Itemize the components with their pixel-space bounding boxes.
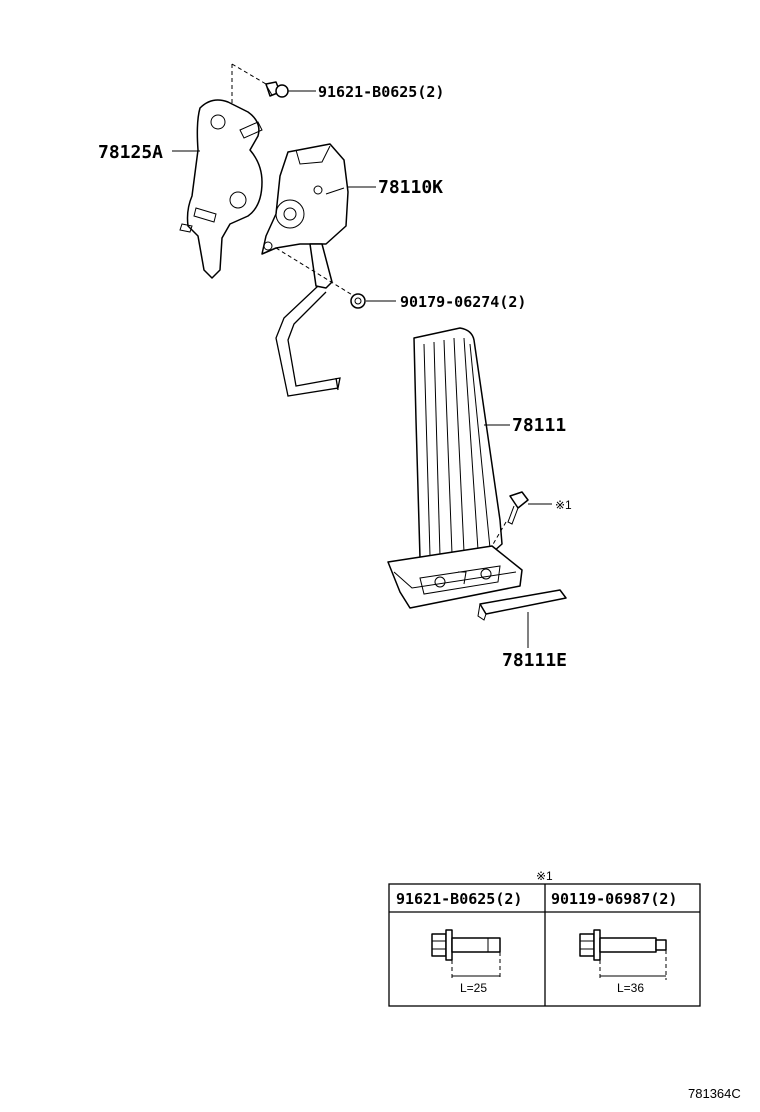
note-table bbox=[388, 883, 701, 1007]
dashed-guide-screw bbox=[491, 521, 507, 547]
note-col1-length: L=25 bbox=[460, 981, 487, 995]
callout-cover: 78111E bbox=[502, 650, 567, 671]
pedal-arm-sensor-icon bbox=[261, 143, 349, 397]
callout-bracket: 78125A bbox=[98, 142, 163, 163]
note-col2-part-no: 90119-06987(2) bbox=[551, 890, 677, 908]
note-col1-part-no: 91621-B0625(2) bbox=[396, 890, 522, 908]
callout-bolt-top: 91621-B0625(2) bbox=[318, 83, 444, 101]
callout-note-ref: ※1 bbox=[555, 498, 572, 512]
bolt-l25-icon bbox=[431, 929, 501, 980]
screw-icon bbox=[507, 491, 529, 525]
dashed-guide-nut bbox=[275, 247, 355, 297]
pedal-pad-icon bbox=[387, 327, 523, 609]
callout-pedal-pad: 78111 bbox=[512, 415, 566, 436]
bracket-icon bbox=[179, 99, 263, 279]
callout-nut: 90179-06274(2) bbox=[400, 293, 526, 311]
dashed-guide-top bbox=[231, 63, 267, 85]
note-col2-length: L=36 bbox=[617, 981, 644, 995]
cover-icon bbox=[477, 589, 567, 621]
note-table-title: ※1 bbox=[536, 869, 553, 883]
bolt-top-icon bbox=[265, 81, 289, 98]
nut-icon bbox=[350, 293, 366, 309]
callout-sensor: 78110K bbox=[378, 177, 443, 198]
figure-code: 781364C bbox=[688, 1086, 741, 1101]
bolt-l36-icon bbox=[579, 929, 667, 980]
